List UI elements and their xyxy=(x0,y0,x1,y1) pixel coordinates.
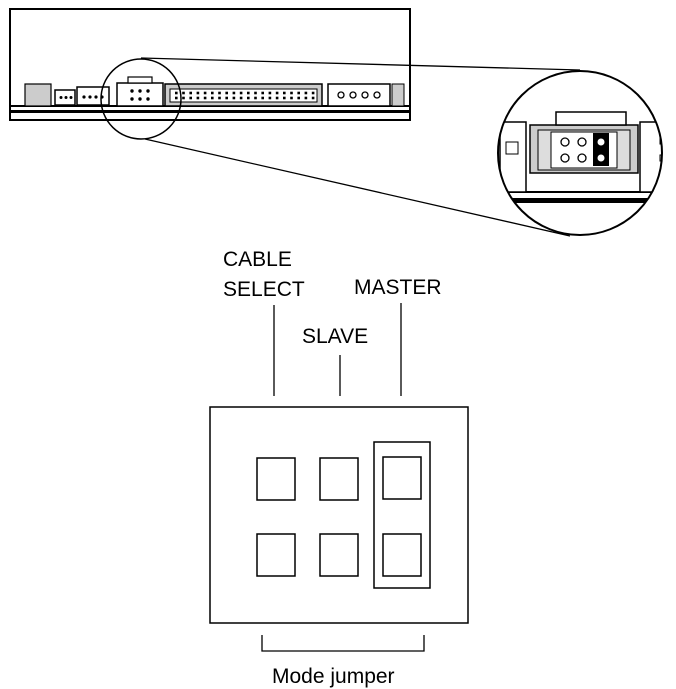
zoom-line-top xyxy=(140,57,581,71)
ide-pin xyxy=(311,91,315,95)
ide-pin xyxy=(239,91,243,95)
ide-pins xyxy=(175,91,315,100)
power-connector xyxy=(327,83,391,107)
ide-pin xyxy=(182,96,185,100)
drive-bottom-edge xyxy=(10,110,410,113)
drive-right-tab xyxy=(391,83,405,107)
jumper-pin-master-top xyxy=(382,456,422,500)
zoom-jumper-cap xyxy=(593,133,609,166)
jumper-block-small xyxy=(116,76,164,107)
ide-pin xyxy=(175,91,178,95)
magnifier-circle-small xyxy=(100,58,182,140)
jumper-pin-slave-bottom xyxy=(319,533,359,577)
ide-pin xyxy=(239,96,243,100)
ide-pin xyxy=(232,91,236,95)
ide-pin xyxy=(247,96,250,100)
ide-pin xyxy=(182,91,185,95)
zoom-detail xyxy=(497,70,663,236)
ide-pin xyxy=(268,96,272,100)
ide-pin xyxy=(297,91,300,95)
ide-pin xyxy=(247,91,250,95)
drive-left-tab xyxy=(24,83,52,107)
ide-pin xyxy=(189,96,192,100)
ide-pin xyxy=(304,91,308,95)
jumper-pin-cable-select-bottom xyxy=(256,533,296,577)
ide-pin xyxy=(218,96,221,100)
ide-pin xyxy=(203,91,207,95)
ide-pin xyxy=(304,96,308,100)
ide-pin xyxy=(211,96,214,100)
ide-pin xyxy=(290,91,293,95)
ide-pin xyxy=(196,91,200,95)
mode-jumper-bracket xyxy=(261,635,425,652)
label-slave: SLAVE xyxy=(302,325,368,348)
zoom-line-bottom xyxy=(144,138,571,237)
ide-pin xyxy=(275,91,279,95)
jumper-detail xyxy=(209,406,469,624)
ide-pin xyxy=(268,91,272,95)
ide-pin xyxy=(189,91,192,95)
ide-pin xyxy=(196,96,200,100)
ide-pin xyxy=(261,96,264,100)
label-mode-jumper: Mode jumper xyxy=(272,665,395,688)
label-master: MASTER xyxy=(354,276,442,299)
ide-pin xyxy=(175,96,178,100)
ide-pin xyxy=(225,96,228,100)
jumper-pin-slave-top xyxy=(319,457,359,501)
audio-connector-digital xyxy=(76,86,110,106)
ide-pin xyxy=(283,91,286,95)
ide-pin xyxy=(297,96,300,100)
jumper-pin-master-bottom xyxy=(382,533,422,577)
ide-pin xyxy=(254,91,257,95)
ide-pin xyxy=(261,91,264,95)
ide-pin xyxy=(211,91,214,95)
audio-connector-analog xyxy=(54,89,76,106)
label-cable-select-line1: CABLE xyxy=(223,248,292,271)
ide-connector xyxy=(164,83,323,107)
ide-pin xyxy=(254,96,257,100)
ide-pin xyxy=(290,96,293,100)
ide-pin xyxy=(225,91,228,95)
label-cable-select-line2: SELECT xyxy=(223,278,305,301)
ide-pin xyxy=(218,91,221,95)
ide-pin xyxy=(275,96,279,100)
ide-pin xyxy=(283,96,286,100)
ide-pin xyxy=(203,96,207,100)
jumper-pin-cable-select-top xyxy=(256,457,296,501)
ide-pin xyxy=(311,96,315,100)
ide-pin xyxy=(232,96,236,100)
drive-rear-panel xyxy=(9,8,411,121)
